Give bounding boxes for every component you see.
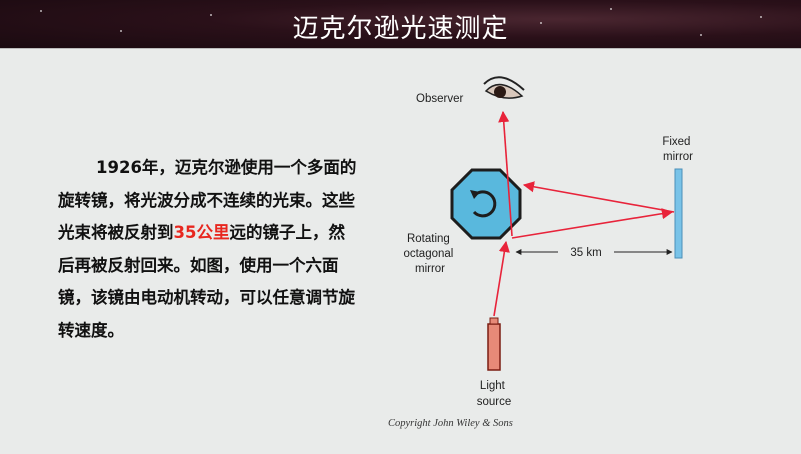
fixed-mirror-label-line1: Fixed bbox=[662, 136, 690, 148]
fixed-mirror bbox=[674, 168, 683, 259]
light-source-label-line1: Light bbox=[480, 380, 506, 392]
rotation-arrow-icon bbox=[472, 190, 497, 218]
beam-fixed-to-mirror bbox=[522, 181, 675, 213]
rotating-mirror-label-line3: mirror bbox=[415, 263, 445, 275]
rotation-arrowhead bbox=[470, 190, 480, 199]
copyright-caption: Copyright John Wiley & Sons bbox=[388, 418, 513, 429]
beam-source-to-mirror bbox=[493, 240, 510, 317]
fixed-mirror-label: Fixed mirror bbox=[662, 136, 693, 163]
light-beams bbox=[493, 110, 675, 317]
light-source bbox=[487, 317, 501, 371]
paragraph-text-after: 远的镜子上，然后再被反射回来。如图，使用一个六面镜，该镜由电动机转动，可以任意调… bbox=[58, 223, 355, 340]
rotating-mirror-label-line2: octagonal bbox=[403, 248, 453, 260]
slide-title: 迈克尔逊光速测定 bbox=[292, 14, 509, 44]
beam-mirror-to-observer bbox=[498, 110, 513, 237]
beam-mirror-to-fixed bbox=[511, 208, 674, 239]
octagonal-mirror bbox=[450, 168, 522, 240]
paragraph-text-before: 1926年，迈克尔逊使用一个多面的旋转镜，将光波分成不连续的光束。这些光束将被反… bbox=[58, 158, 357, 242]
observer-label: Observer bbox=[416, 93, 463, 105]
title-bar: 迈克尔逊光速测定 bbox=[0, 0, 801, 49]
paragraph-highlight: 35公里 bbox=[173, 223, 230, 242]
rotating-mirror-label-line1: Rotating bbox=[407, 233, 450, 245]
body-paragraph: 1926年，迈克尔逊使用一个多面的旋转镜，将光波分成不连续的光束。这些光束将被反… bbox=[58, 152, 358, 347]
distance-label: 35 km bbox=[570, 247, 601, 259]
fixed-mirror-label-line2: mirror bbox=[663, 151, 693, 163]
eye-icon bbox=[483, 76, 525, 99]
michelson-diagram: Observer Light source Rotating octagonal… bbox=[403, 76, 693, 408]
light-source-label-line2: source bbox=[477, 396, 512, 408]
rotating-mirror-label: Rotating octagonal mirror bbox=[403, 233, 456, 275]
light-source-label: Light source bbox=[477, 380, 512, 408]
